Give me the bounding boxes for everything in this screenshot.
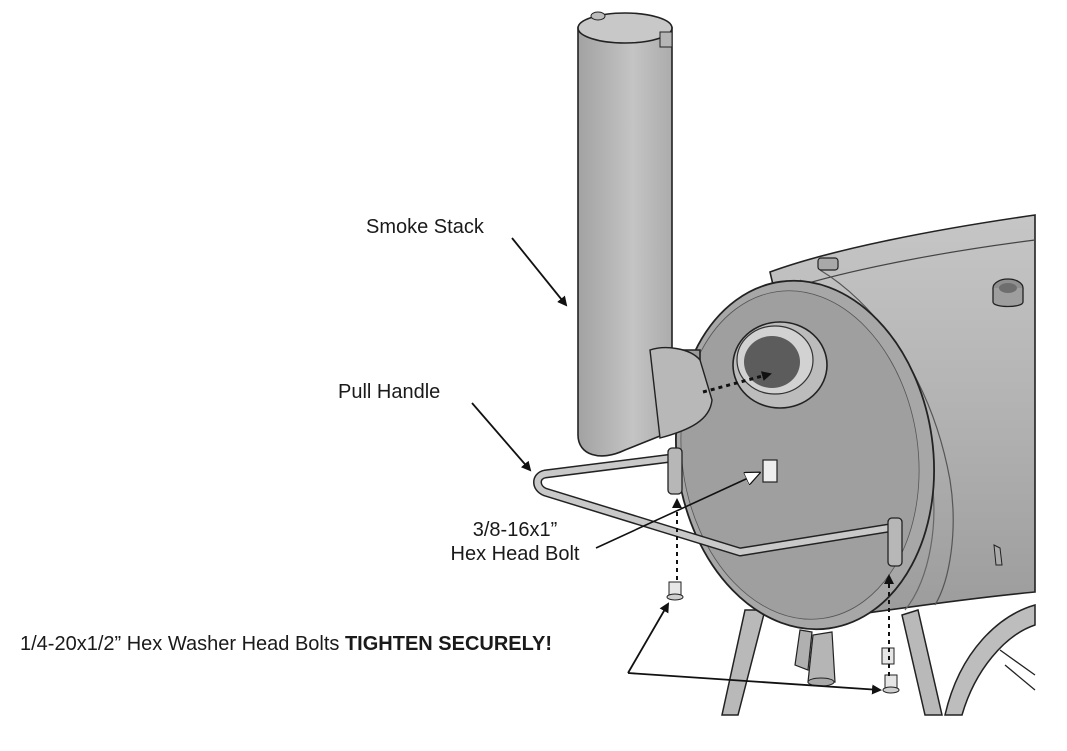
- washer-bolt-right-part: [881, 647, 900, 694]
- pull-handle-label: Pull Handle: [338, 381, 441, 403]
- washer-bolts-text: 1/4-20x1/2” Hex Washer Head Bolts: [20, 633, 345, 655]
- smoke-stack-label: Smoke Stack: [366, 216, 484, 238]
- alignment-arrows: [672, 371, 894, 676]
- hex-bolt-size: 3/8-16x1”: [472, 519, 558, 541]
- smoker-legs: [721, 609, 943, 716]
- smoke-stack: [577, 11, 713, 457]
- pull-handle: [533, 447, 903, 567]
- washer-bolts-label: 1/4-20x1/2” Hex Washer Head Bolts TIGHTE…: [20, 632, 552, 656]
- hex-head-bolt-part: [762, 459, 778, 483]
- tighten-warning: TIGHTEN SECURELY!: [344, 633, 553, 655]
- washer-bolt-left-part: [666, 581, 684, 601]
- hex-bolt-label: 3/8-16x1” Hex Head Bolt: [440, 518, 590, 566]
- label-leaders: [471, 237, 882, 695]
- hex-bolt-name: Hex Head Bolt: [450, 543, 580, 565]
- wheel: [944, 604, 1036, 716]
- stack-collar: [732, 321, 828, 409]
